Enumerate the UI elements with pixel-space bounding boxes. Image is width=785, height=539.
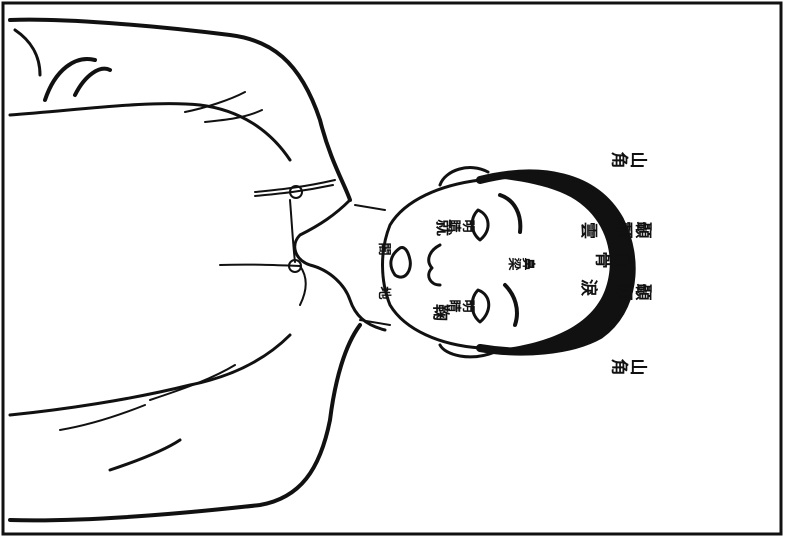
- collar: [295, 200, 385, 330]
- label-forehead-top: 雲: [579, 219, 598, 236]
- mouth: [391, 248, 410, 278]
- eyebrow-bottom: [505, 285, 517, 325]
- label-mouth-bottom: 地: [378, 285, 392, 298]
- label-shanjiao-top: 山角: [610, 149, 648, 166]
- sleeve-fold-3: [15, 30, 40, 75]
- button-loop-upper: [255, 180, 335, 196]
- face-outline: [383, 180, 481, 348]
- label-nose: 鼻梁: [508, 256, 536, 269]
- label-eye-bottom-sub: 鞠: [431, 301, 450, 318]
- sleeve-fold-2: [75, 69, 110, 95]
- lower-sleeve-fold-2: [110, 440, 180, 470]
- label-forehead-bottom: 淚: [579, 276, 598, 293]
- label-forehead-mid: 肉骨: [594, 249, 632, 266]
- label-shanjiao-bottom: 山角: [610, 356, 648, 373]
- label-eye-bottom: 明睛: [448, 298, 476, 311]
- shoulder-fold: [185, 92, 262, 122]
- label-mouth-top: 閣: [378, 241, 392, 254]
- lower-sleeve-inner: [10, 335, 290, 415]
- eyebrow-top: [500, 195, 520, 232]
- label-temple-top: 顳顬: [615, 219, 653, 236]
- lower-arm: [10, 325, 360, 520]
- lower-sleeve-fold: [60, 365, 235, 430]
- collar-edge: [355, 205, 390, 325]
- placket: [290, 200, 295, 262]
- nose: [429, 245, 440, 285]
- upper-sleeve-inner: [10, 104, 290, 160]
- label-eye-top-sub: 就: [434, 216, 453, 233]
- figure-drawing: [10, 20, 632, 521]
- label-temple-bottom: 顳顬: [615, 281, 653, 298]
